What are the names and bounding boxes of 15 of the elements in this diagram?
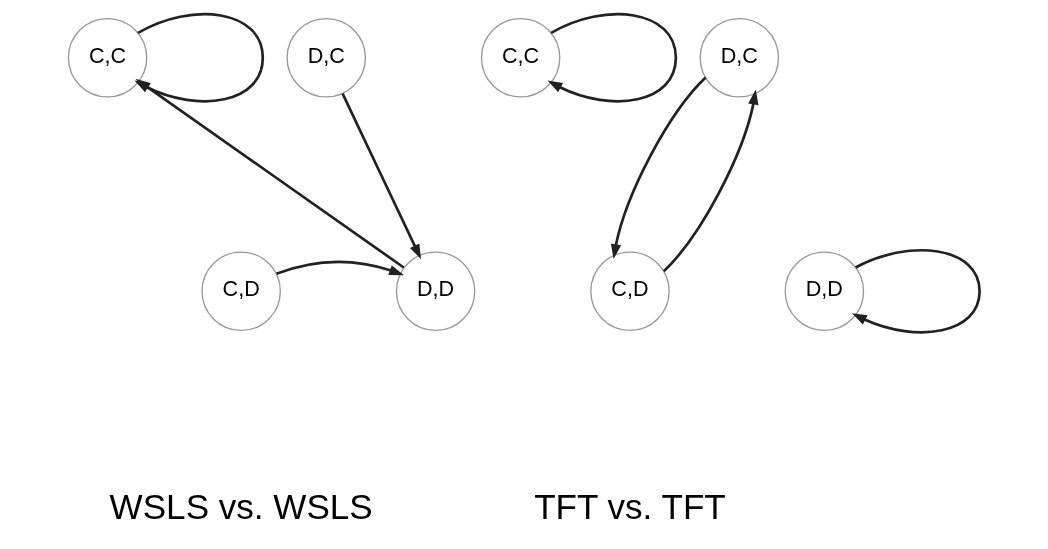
node-circle: D,D <box>784 251 865 332</box>
node-circle: D,D <box>395 251 476 332</box>
node-circle: C,C <box>480 17 561 98</box>
arrow <box>851 248 981 334</box>
node-circle: C,D <box>590 251 670 332</box>
arrow <box>610 76 707 260</box>
arrow <box>341 93 421 260</box>
node-circle: D,C <box>699 17 780 98</box>
arrow <box>547 12 678 103</box>
label: WSLS vs. WSLS <box>109 487 373 527</box>
node-circle: D,C <box>286 17 367 98</box>
arrow <box>276 260 404 276</box>
node-circle: C,D <box>201 251 281 332</box>
label: TFT vs. TFT <box>534 487 726 527</box>
arrow <box>662 89 759 273</box>
